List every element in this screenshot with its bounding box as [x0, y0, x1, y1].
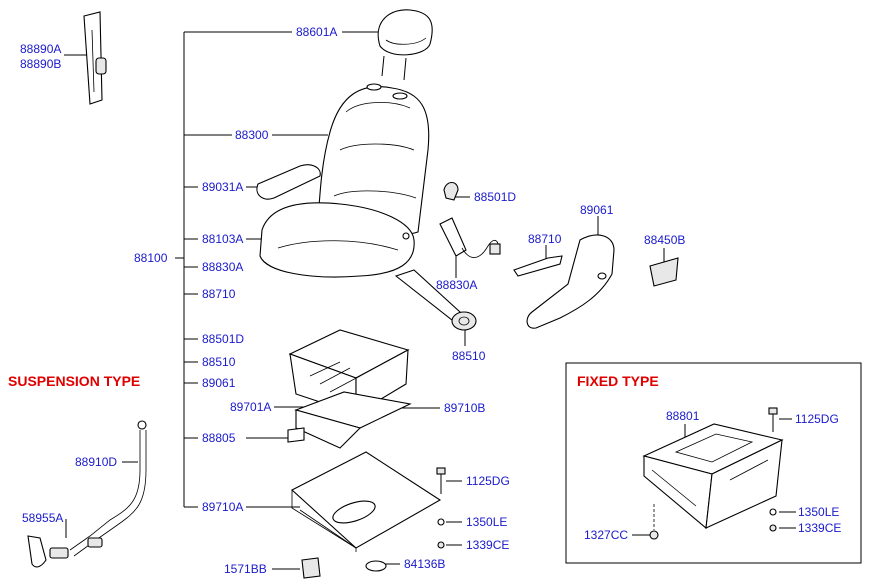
part-label: 88510 — [452, 349, 486, 363]
part-label: 88830A — [436, 278, 477, 292]
part-label: 88450B — [644, 233, 685, 247]
part-label: 89031A — [202, 180, 243, 194]
part-label: 88601A — [296, 25, 337, 39]
clip-part-shape — [443, 181, 459, 201]
suspension-fasteners — [301, 467, 446, 579]
part-label: 88710 — [528, 232, 562, 246]
seat-belt-bracket-shape — [83, 11, 107, 105]
cap-shape — [649, 257, 679, 287]
part-label: 1339CE — [466, 538, 509, 552]
part-label: 1350LE — [798, 505, 839, 519]
seat-assembly-shape — [256, 83, 430, 278]
part-label: 88100 — [134, 251, 168, 265]
part-label: 88805 — [202, 431, 236, 445]
part-label: 88890B — [20, 57, 61, 71]
side-cover-shape — [526, 234, 615, 329]
belt-buckle-shape — [439, 217, 501, 258]
part-label: 1571BB — [224, 562, 267, 576]
part-label: 88830A — [202, 260, 243, 274]
fixed-type-title: FIXED TYPE — [577, 373, 659, 389]
part-label: 58955A — [22, 511, 63, 525]
lever-shape — [513, 255, 563, 277]
part-label: 88103A — [202, 232, 243, 246]
air-tube-shape — [27, 420, 147, 568]
part-label: 89701A — [230, 400, 271, 414]
part-label: 89061 — [580, 203, 614, 217]
leader-lines — [64, 31, 796, 570]
part-label: 88890A — [20, 42, 61, 56]
fixed-base-shape — [642, 407, 784, 540]
headrest-shape — [377, 9, 433, 81]
part-label: 88801 — [666, 409, 700, 423]
part-label: 89710B — [444, 401, 485, 415]
part-label: 88710 — [202, 287, 236, 301]
part-label: 84136B — [404, 557, 445, 571]
part-label: 1125DG — [795, 412, 839, 426]
part-label: 1339CE — [798, 521, 841, 535]
part-label: 1327CC — [584, 528, 628, 542]
part-label: 1125DG — [466, 474, 510, 488]
part-label: 1350LE — [466, 515, 507, 529]
fixed-type-frame — [565, 362, 862, 564]
part-label: 88510 — [202, 355, 236, 369]
part-label: 89710A — [202, 500, 243, 514]
part-label: 88300 — [235, 128, 269, 142]
recliner-knob-shape — [394, 269, 477, 331]
part-label: 88910D — [75, 455, 117, 469]
part-label: 89061 — [202, 376, 236, 390]
suspension-base-shape — [287, 329, 412, 449]
mount-plate-shape — [291, 451, 442, 552]
part-label: 88501D — [474, 190, 516, 204]
suspension-type-title: SUSPENSION TYPE — [8, 373, 140, 389]
part-label: 88501D — [202, 332, 244, 346]
